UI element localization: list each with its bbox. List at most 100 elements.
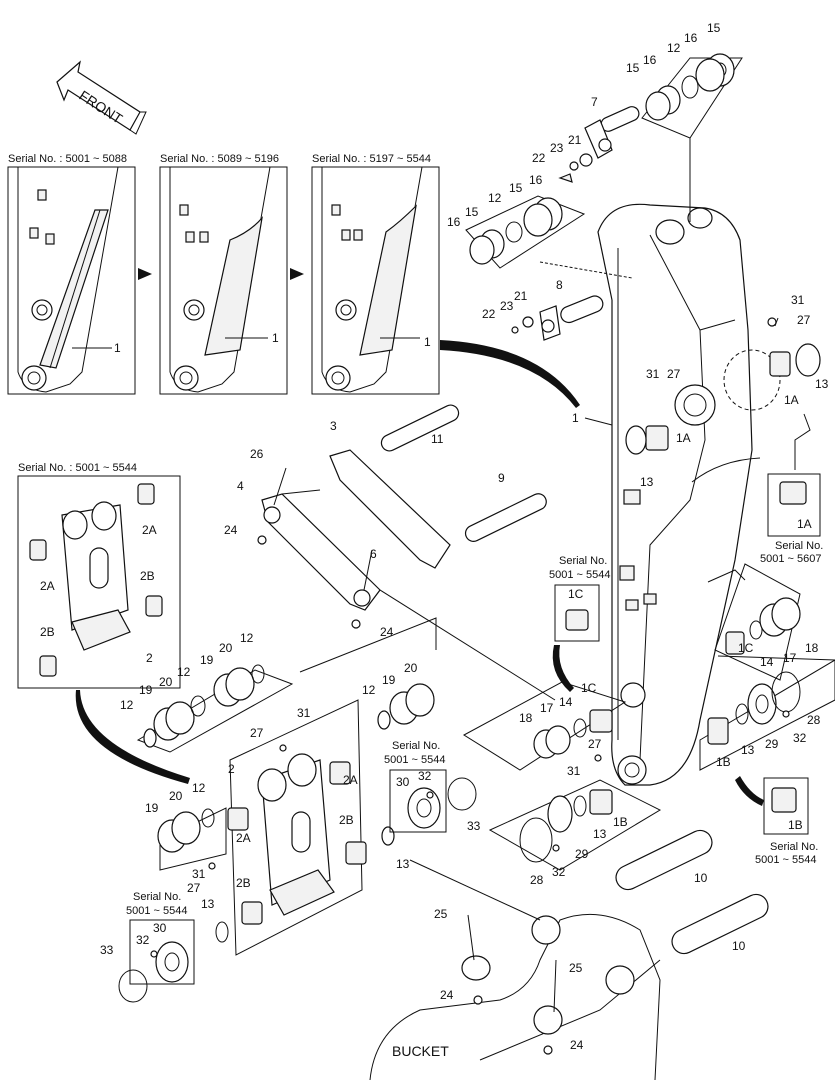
callout-31: 31 [791, 293, 805, 307]
callout-1a: 1A [784, 393, 799, 407]
callout-13: 13 [640, 475, 654, 489]
callout-25: 25 [434, 907, 448, 921]
callout-31: 31 [297, 706, 311, 720]
callout-13: 13 [741, 743, 755, 757]
serial-header: Serial No. : 5001 ~ 5088 [8, 153, 127, 165]
washer-stack-top-right: 15 16 12 16 15 [626, 21, 743, 222]
callout-9: 9 [498, 471, 505, 485]
link-3-and-pin-11: 3 11 [329, 404, 460, 569]
callout-1: 1 [572, 411, 579, 425]
callout-12: 12 [177, 665, 191, 679]
callout-18: 18 [519, 711, 533, 725]
callout-1b: 1B [788, 818, 803, 832]
sn-30b-line1: Serial No. [133, 891, 181, 903]
callout-1: 1 [114, 341, 121, 355]
callout-1b: 1B [716, 755, 731, 769]
pin-9: 9 [464, 471, 547, 542]
sn-1c-line2: 5001 ~ 5544 [549, 569, 610, 581]
callout-13: 13 [593, 827, 607, 841]
callout-32: 32 [418, 769, 432, 783]
callout-2a: 2A [40, 579, 55, 593]
washer-stack-left: 12 19 20 12 19 20 12 [120, 631, 294, 753]
callout-2: 2 [228, 762, 235, 776]
callout-22: 22 [482, 307, 496, 321]
sequence-arrow [290, 268, 304, 280]
callout-14: 14 [760, 655, 774, 669]
serial-header: Serial No. : 5197 ~ 5544 [312, 153, 431, 165]
link-2-assembly: 31 27 2 2A 2A 2B 2B 13 [227, 699, 410, 956]
washer-stack-lower-left: 19 20 12 31 27 [145, 781, 227, 895]
callout-21: 21 [514, 289, 528, 303]
sequence-arrow [138, 268, 152, 280]
callout-31: 31 [567, 764, 581, 778]
callout-26: 26 [250, 447, 264, 461]
callout-16: 16 [447, 215, 461, 229]
callout-32: 32 [793, 731, 807, 745]
callout-15: 15 [707, 21, 721, 35]
callout-24: 24 [570, 1038, 584, 1052]
callout-6: 6 [370, 547, 377, 561]
callout-1: 1 [272, 331, 279, 345]
callout-29: 29 [575, 847, 589, 861]
callout-19: 19 [382, 673, 396, 687]
callout-32: 32 [136, 933, 150, 947]
bushing-1c-group: Serial No. 5001 ~ 5544 1C 18 17 14 1C 27… [463, 555, 627, 778]
serial-panel-link-5001-5544: Serial No. : 5001 ~ 5544 2A 2A 2B 2B 2 [17, 462, 181, 689]
callout-31: 31 [192, 867, 206, 881]
callout-16: 16 [684, 31, 698, 45]
callout-16: 16 [643, 53, 657, 67]
callout-20: 20 [169, 789, 183, 803]
callout-1c: 1C [581, 681, 597, 695]
callout-28: 28 [530, 873, 544, 887]
callout-2b: 2B [339, 813, 354, 827]
arm-assembly: 1 [572, 203, 781, 786]
callout-27: 27 [250, 726, 264, 740]
bucket: BUCKET 25 25 24 24 [369, 859, 661, 1080]
callout-27: 27 [667, 367, 681, 381]
callout-20: 20 [219, 641, 233, 655]
callout-27: 27 [187, 881, 201, 895]
callout-12: 12 [120, 698, 134, 712]
callout-31: 31 [646, 367, 660, 381]
callout-13: 13 [201, 897, 215, 911]
callout-33: 33 [467, 819, 481, 833]
bushing-1a-group: 31 27 13 1A 31 27 1A 13 1A Serial No. 50… [625, 293, 829, 565]
front-arrow: FRONT [56, 60, 147, 135]
callout-23: 23 [550, 141, 564, 155]
callout-25: 25 [569, 961, 583, 975]
callout-24: 24 [380, 625, 394, 639]
callout-20: 20 [159, 675, 173, 689]
sn-1b-line2: 5001 ~ 5544 [755, 854, 816, 866]
callout-16: 16 [529, 173, 543, 187]
washer-stack-middle: 12 19 20 [299, 617, 437, 730]
callout-1c: 1C [568, 587, 584, 601]
sn-30b-line2: 5001 ~ 5544 [126, 905, 187, 917]
sn-30a-line1: Serial No. [392, 740, 440, 752]
serial-box-30-middle: Serial No. 5001 ~ 5544 30 32 33 [384, 740, 481, 833]
callout-13: 13 [815, 377, 829, 391]
callout-30: 30 [396, 775, 410, 789]
callout-2a: 2A [343, 773, 358, 787]
callout-15: 15 [465, 205, 479, 219]
pin-8-group: 8 21 23 22 [482, 278, 604, 341]
callout-18: 18 [805, 641, 819, 655]
sn-1c-line1: Serial No. [559, 555, 607, 567]
callout-11: 11 [431, 432, 444, 446]
callout-13: 13 [396, 857, 410, 871]
serial-panel-5001-5088: Serial No. : 5001 ~ 5088 1 [7, 153, 136, 395]
bushing-1b-center: 29 13 1B 28 32 [488, 779, 662, 887]
callout-21: 21 [568, 133, 582, 147]
serial-box-30-lower-left: Serial No. 5001 ~ 5544 32 30 13 33 [100, 891, 229, 1003]
pointer-arrow [75, 690, 190, 784]
pin-7-group: 7 21 23 22 [532, 95, 640, 183]
callout-22: 22 [532, 151, 546, 165]
link-4: 4 26 24 6 24 [224, 447, 556, 701]
serial-header: Serial No. : 5001 ~ 5544 [18, 462, 137, 474]
callout-2a: 2A [142, 523, 157, 537]
callout-1b: 1B [613, 815, 628, 829]
callout-2: 2 [146, 651, 153, 665]
callout-10: 10 [732, 939, 746, 953]
washer-stack-upper-left: 16 15 12 15 16 [447, 173, 633, 279]
